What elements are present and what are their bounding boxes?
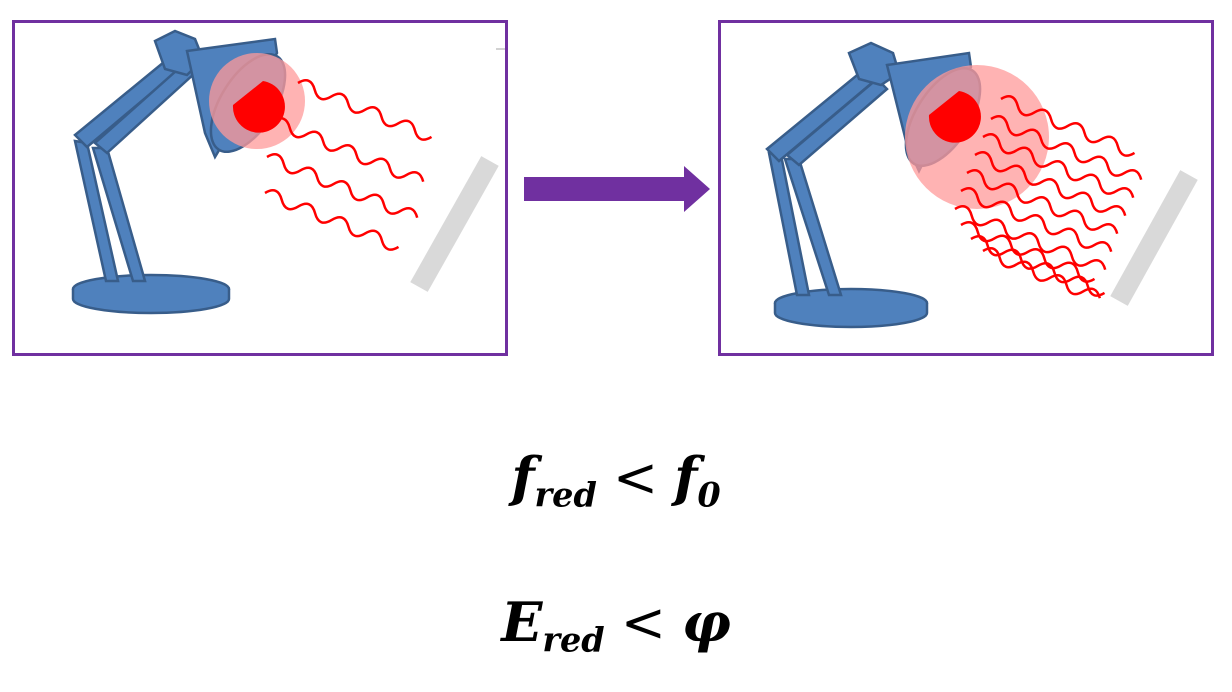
formula-2-lhs-subscript: red <box>542 620 605 660</box>
right-arrow-icon <box>524 166 710 212</box>
formula-2-rhs: φ <box>681 590 731 654</box>
formula-2-lhs: E <box>501 590 543 654</box>
metal-plate-icon <box>1110 170 1198 306</box>
formula-1-rhs: f <box>674 445 698 509</box>
formula-2-relation: < <box>620 591 666 654</box>
light-bulb-icon <box>928 91 981 143</box>
desk-lamp-icon <box>765 41 982 329</box>
red-light-waves-icon <box>954 95 1143 299</box>
light-bulb-icon <box>232 81 285 133</box>
red-light-waves-icon <box>264 79 433 251</box>
formula-frequency: fred<f0 <box>0 445 1232 512</box>
panel-after <box>718 20 1214 356</box>
lamp-scene-before <box>71 29 505 315</box>
light-glow <box>905 65 1049 209</box>
metal-plate-icon <box>410 156 499 292</box>
formula-1-relation: < <box>612 446 659 509</box>
formula-1-rhs-subscript: 0 <box>697 475 721 515</box>
lamp-scene-after <box>765 41 1198 329</box>
panel-before <box>12 20 508 356</box>
formula-energy: Ered <φ <box>0 590 1232 657</box>
formula-1-lhs-subscript: red <box>534 475 597 515</box>
formula-1-lhs: f <box>511 445 535 509</box>
